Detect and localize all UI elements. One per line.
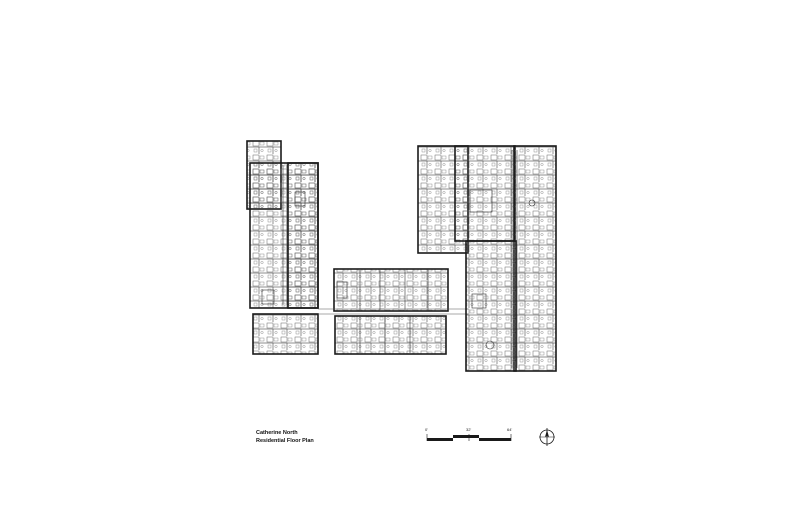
scale-label-64: 64': [507, 427, 513, 432]
north-arrow-icon: [539, 428, 555, 446]
east-wing-details: [469, 150, 536, 368]
east-wing: [417, 145, 557, 372]
scale-bar-segment: [479, 438, 511, 441]
scale-bar-segment: [427, 438, 453, 441]
title-block: Catherine North Residential Floor Plan: [256, 429, 314, 445]
connecting-corridor: [318, 308, 468, 315]
central-block: [333, 268, 449, 355]
scale-bar-segment: [453, 435, 479, 438]
west-wing-corridor: [261, 165, 306, 305]
west-wing: [246, 140, 319, 355]
scale-label-32: 32': [466, 427, 472, 432]
drawing-subtitle: Residential Floor Plan: [256, 438, 314, 444]
central-block-details: [336, 270, 429, 353]
drawing-title: Catherine North: [256, 430, 298, 436]
scale-bar: [426, 434, 512, 441]
scale-label-0: 0': [425, 427, 428, 432]
